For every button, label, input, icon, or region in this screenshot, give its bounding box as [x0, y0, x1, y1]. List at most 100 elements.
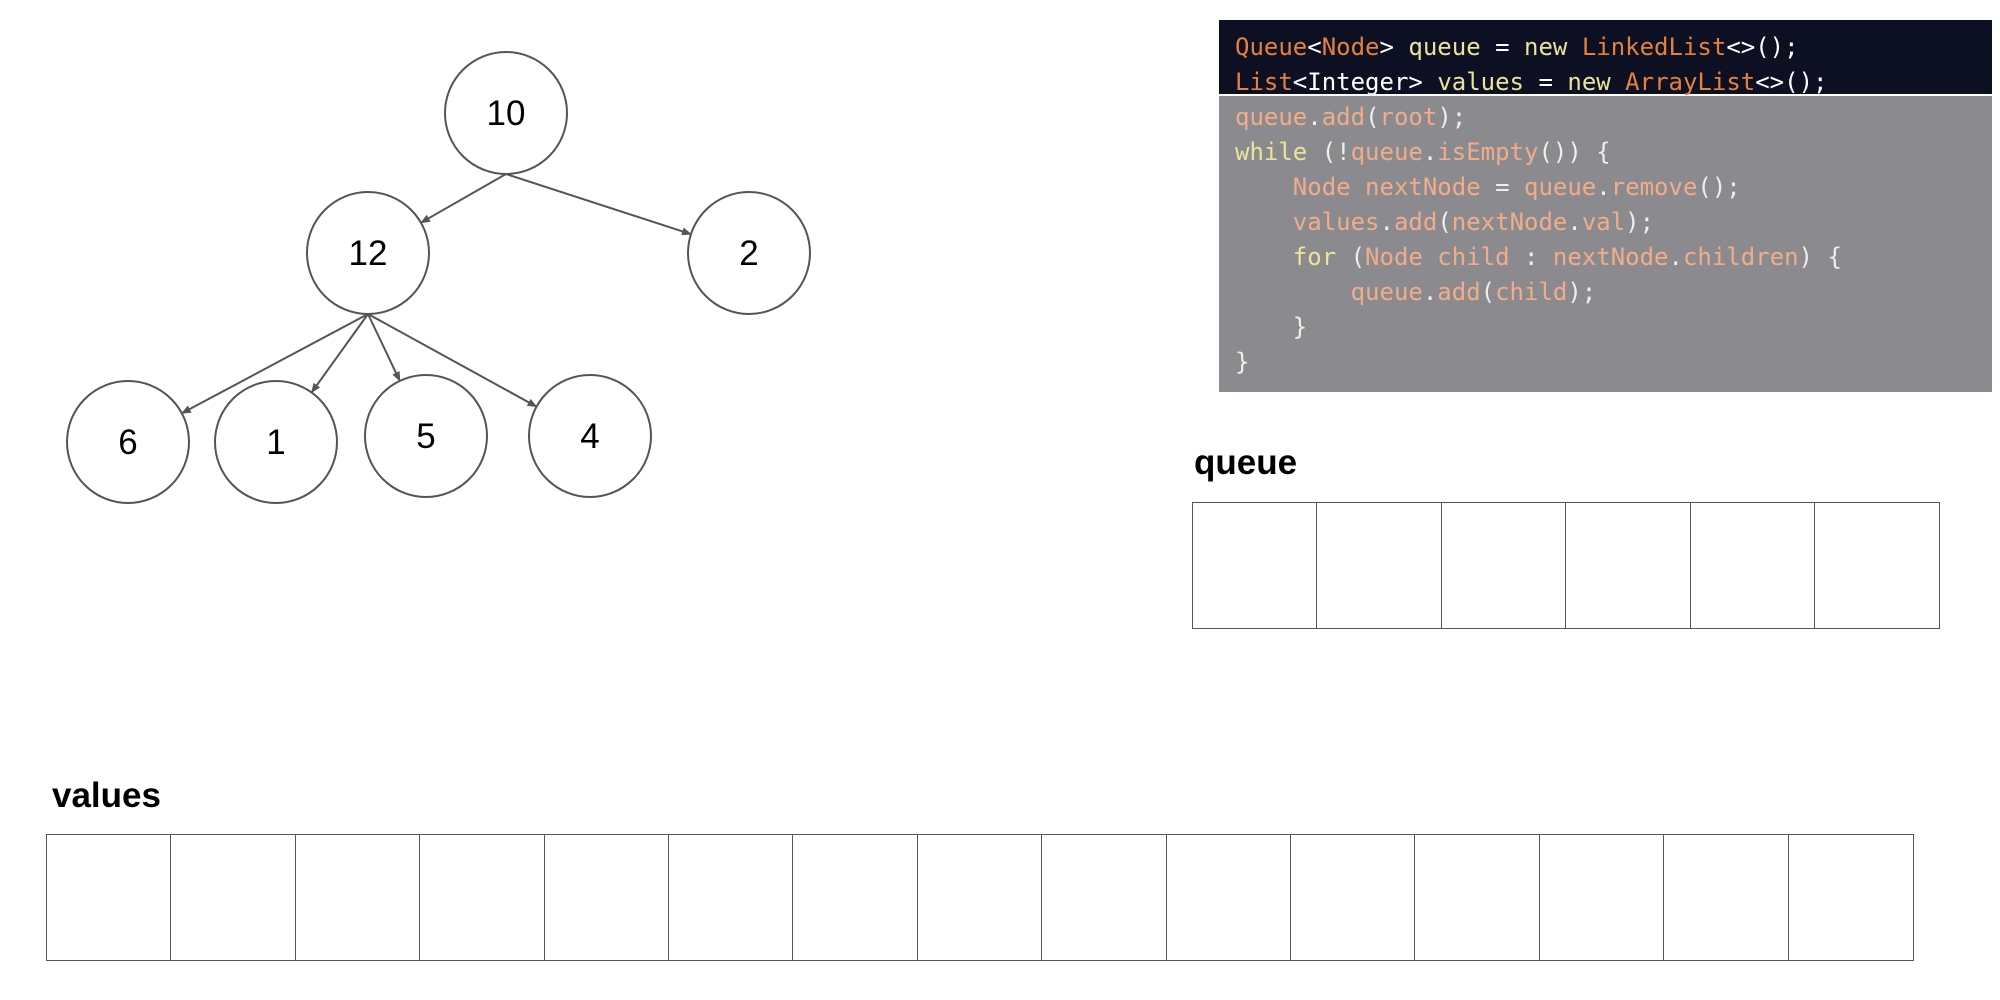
body-line: }: [1235, 345, 1992, 380]
code-token: .: [1596, 173, 1611, 201]
tree-node: 4: [528, 374, 652, 498]
values-cell: [1414, 834, 1541, 961]
code-token: ArrayList: [1625, 68, 1756, 96]
body-line: queue.add(child);: [1235, 275, 1992, 310]
code-token: root: [1379, 103, 1438, 131]
tree-node-circle: [528, 374, 652, 498]
code-token: (: [1437, 208, 1452, 236]
code-token: (: [1365, 103, 1380, 131]
tree-node: 5: [364, 374, 488, 498]
queue-cell: [1814, 502, 1941, 629]
queue-cell: [1192, 502, 1318, 629]
code-token: (: [1350, 243, 1366, 271]
body-line: while (!queue.isEmpty()) {: [1235, 135, 1992, 170]
code-token: [1235, 278, 1351, 306]
code-token: nextNode: [1552, 243, 1669, 271]
code-token: Node nextNode: [1292, 173, 1481, 201]
code-token: .: [1307, 103, 1322, 131]
values-cell: [1041, 834, 1168, 961]
code-token: queue: [1350, 278, 1423, 306]
values-array: [46, 834, 1914, 961]
code-token: Integer: [1307, 68, 1409, 96]
code-token: queue: [1524, 173, 1597, 201]
body-line: Node nextNode = queue.remove();: [1235, 170, 1992, 205]
tree-node: 1: [214, 380, 338, 504]
tree-node-circle: [364, 374, 488, 498]
code-token: Node child: [1365, 243, 1510, 271]
tree-diagram: 10 12 2 6 1 5 4: [66, 51, 811, 504]
code-token: while: [1235, 138, 1322, 166]
code-token: values: [1437, 68, 1525, 96]
code-token: <>();: [1755, 68, 1828, 96]
tree-node-label: 12: [349, 234, 388, 273]
code-token: val: [1581, 208, 1626, 236]
code-token: List: [1235, 68, 1293, 96]
code-token: );: [1567, 278, 1597, 306]
code-token: >: [1408, 68, 1438, 96]
values-cell: [170, 834, 297, 961]
code-token: <: [1307, 33, 1322, 61]
queue-array: [1192, 502, 1941, 629]
tree-node-label: 4: [580, 417, 599, 456]
code-token: add: [1437, 278, 1481, 306]
tree-node: 2: [687, 191, 811, 315]
tree-node-circle: [214, 380, 338, 504]
code-panel: Queue<Node> queue = new LinkedList<>();L…: [1219, 20, 1992, 402]
tree-node-label: 1: [266, 423, 285, 462]
code-token: ();: [1697, 173, 1741, 201]
code-token: child: [1495, 278, 1568, 306]
tree-node-circle: [306, 191, 430, 315]
values-cell: [668, 834, 795, 961]
code-token: .: [1422, 138, 1438, 166]
code-token: values: [1292, 208, 1380, 236]
tree-edge-n10-n12: [420, 173, 507, 224]
code-token: queue: [1408, 33, 1481, 61]
code-token: }: [1235, 348, 1250, 376]
code-token: =: [1480, 33, 1525, 61]
code-token: [1235, 243, 1293, 271]
code-token: >: [1379, 33, 1409, 61]
code-token: isEmpty: [1437, 138, 1539, 166]
tree-node: 12: [306, 191, 430, 315]
code-header: Queue<Node> queue = new LinkedList<>();L…: [1219, 20, 1992, 96]
tree-node-label: 2: [739, 234, 758, 273]
values-cell: [792, 834, 919, 961]
code-token: .: [1422, 278, 1438, 306]
values-cell: [1663, 834, 1790, 961]
code-token: Node: [1321, 33, 1380, 61]
values-cell: [1290, 834, 1417, 961]
code-token: .: [1567, 208, 1582, 236]
code-token: remove: [1610, 173, 1698, 201]
code-token: new: [1524, 33, 1582, 61]
values-cell: [46, 834, 172, 961]
code-token: :: [1509, 243, 1553, 271]
code-token: );: [1625, 208, 1655, 236]
body-line: for (Node child : nextNode.children) {: [1235, 240, 1992, 275]
code-token: new: [1567, 68, 1626, 96]
code-token: LinkedList: [1581, 33, 1727, 61]
tree-edge-n12-n4: [367, 313, 538, 408]
tree-edge-n12-n6: [180, 313, 369, 415]
values-cell: [1165, 834, 1292, 961]
values-cell: [916, 834, 1043, 961]
tree-node-circle: [687, 191, 811, 315]
tree-edge-n10-n2: [505, 173, 692, 236]
code-body: queue.add(root);while (!queue.isEmpty())…: [1219, 96, 1992, 392]
body-line: values.add(nextNode.val);: [1235, 205, 1992, 240]
code-token: children: [1682, 243, 1799, 271]
code-token: <>();: [1726, 33, 1799, 61]
queue-cell: [1565, 502, 1692, 629]
code-token: .: [1379, 208, 1394, 236]
values-cell: [294, 834, 421, 961]
code-token: [1235, 173, 1293, 201]
body-line: }: [1235, 310, 1992, 345]
code-token: ) {: [1798, 243, 1842, 271]
code-token: (!: [1321, 138, 1351, 166]
code-token: (: [1480, 278, 1496, 306]
tree-node: 10: [444, 51, 568, 175]
header-line: List<Integer> values = new ArrayList<>()…: [1235, 65, 1992, 100]
code-token: =: [1524, 68, 1568, 96]
code-token: add: [1321, 103, 1366, 131]
tree-node-label: 6: [118, 423, 137, 462]
tree-node-circle: [444, 51, 568, 175]
